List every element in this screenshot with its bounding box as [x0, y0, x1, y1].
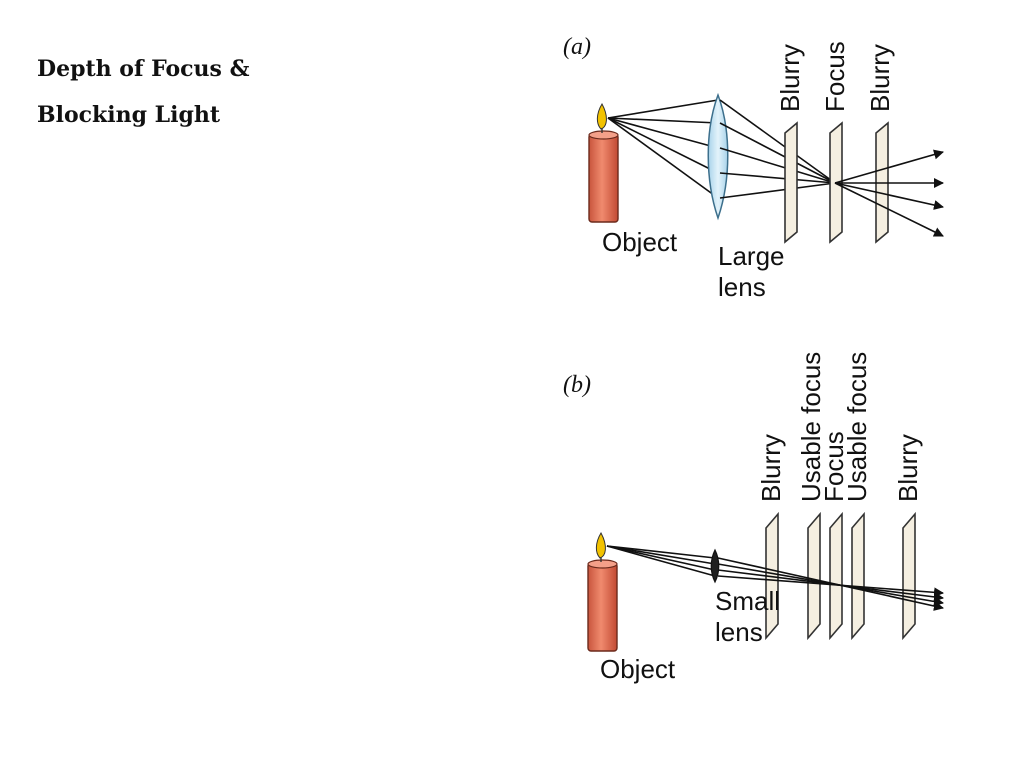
candle-a	[588, 102, 619, 223]
rays-a-converge	[719, 99, 836, 199]
plane-b-label-4: Usable focus	[842, 352, 872, 502]
rays-a-diverge	[834, 149, 944, 237]
plane-b-blurry-2	[902, 511, 916, 641]
plane-b-label-2: Usable focus	[796, 352, 826, 502]
lens-label-b-line2: lens	[715, 617, 763, 647]
large-lens	[707, 92, 729, 221]
candle-top-b	[587, 559, 618, 569]
title-line-1: Depth of Focus &	[37, 56, 250, 82]
flame-a	[596, 102, 607, 130]
lens-label-b-line1: Small	[715, 586, 780, 616]
plane-a-label-3: Blurry	[865, 44, 895, 112]
plane-a-label-1: Blurry	[775, 44, 805, 112]
small-lens	[710, 548, 720, 584]
candle-body-b	[587, 562, 618, 652]
panel-a-label: (a)	[563, 34, 591, 60]
plane-b-label-3: Focus	[819, 431, 849, 502]
object-label-a: Object	[602, 227, 678, 257]
plane-b-label-5: Blurry	[893, 434, 923, 502]
title-line-2: Blocking Light	[37, 102, 221, 128]
rays-a-in	[607, 99, 719, 199]
object-label-b: Object	[600, 654, 676, 684]
slide-title: Depth of Focus & Blocking Light	[37, 46, 249, 138]
plane-b-focus	[829, 511, 843, 641]
plane-b-usable-focus-1	[807, 511, 821, 641]
rays-b-in	[606, 545, 716, 577]
panel-b: (b)	[563, 352, 944, 684]
lens-label-a-line2: lens	[718, 272, 766, 302]
plane-b-usable-focus-2	[851, 511, 865, 641]
candle-body-a	[588, 133, 619, 223]
panel-b-label: (b)	[563, 372, 591, 398]
plane-a-blurry-1	[784, 121, 798, 244]
candle-top-a	[588, 130, 619, 140]
candle-b	[587, 531, 618, 652]
panel-a: (a)	[563, 34, 944, 302]
plane-b-label-1: Blurry	[756, 434, 786, 502]
flame-b	[595, 531, 606, 559]
plane-a-label-2: Focus	[820, 41, 850, 112]
lens-label-a-line1: Large	[718, 241, 785, 271]
rays-b-out	[717, 557, 944, 611]
